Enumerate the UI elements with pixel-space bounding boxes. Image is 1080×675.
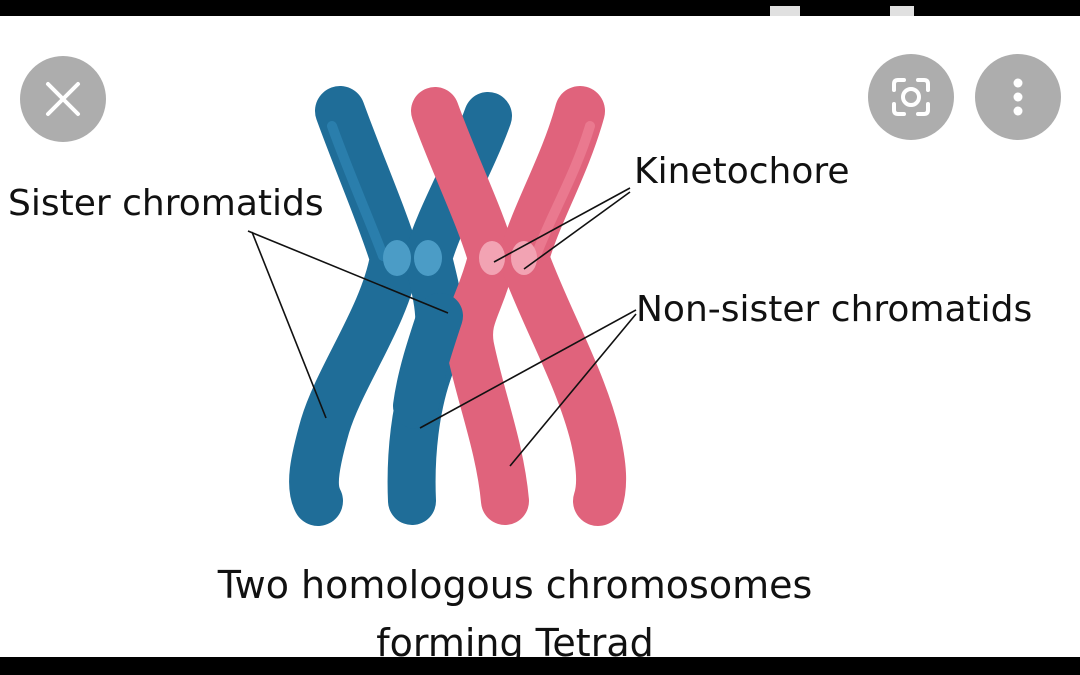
lens-scan-icon: [892, 78, 930, 116]
centromere-blue-2: [414, 240, 442, 276]
centromere-pink-1: [479, 241, 505, 275]
chromosome-diagram: [247, 86, 637, 526]
pink-chromatid-right: [497, 86, 627, 526]
caption-line-1: Two homologous chromosomes: [217, 563, 813, 607]
more-vert-icon: [1013, 78, 1023, 116]
close-icon: [46, 82, 80, 116]
more-options-button[interactable]: [975, 54, 1061, 140]
label-non-sister-chromatids: Non-sister chromatids: [636, 289, 1033, 330]
battery-icon: [890, 6, 914, 16]
centromere-blue-1: [383, 240, 411, 276]
tetrad-figure: Sister chromatids Kinetochore Non-sister…: [0, 16, 1080, 665]
figure-caption: Two homologous chromosomes forming Tetra…: [160, 556, 870, 672]
leader-lines: [247, 187, 637, 467]
blue-chromatid-left: [289, 86, 421, 526]
navigation-bar: [0, 657, 1080, 675]
pink-chromatid-left: [411, 87, 529, 525]
status-bar: [0, 0, 1080, 16]
lens-search-button[interactable]: [868, 54, 954, 140]
label-sister-chromatids: Sister chromatids: [8, 183, 324, 224]
close-button[interactable]: [20, 56, 106, 142]
signal-icon: [770, 6, 800, 16]
blue-chromatid-overlap: [393, 293, 463, 429]
label-kinetochore: Kinetochore: [634, 151, 850, 192]
